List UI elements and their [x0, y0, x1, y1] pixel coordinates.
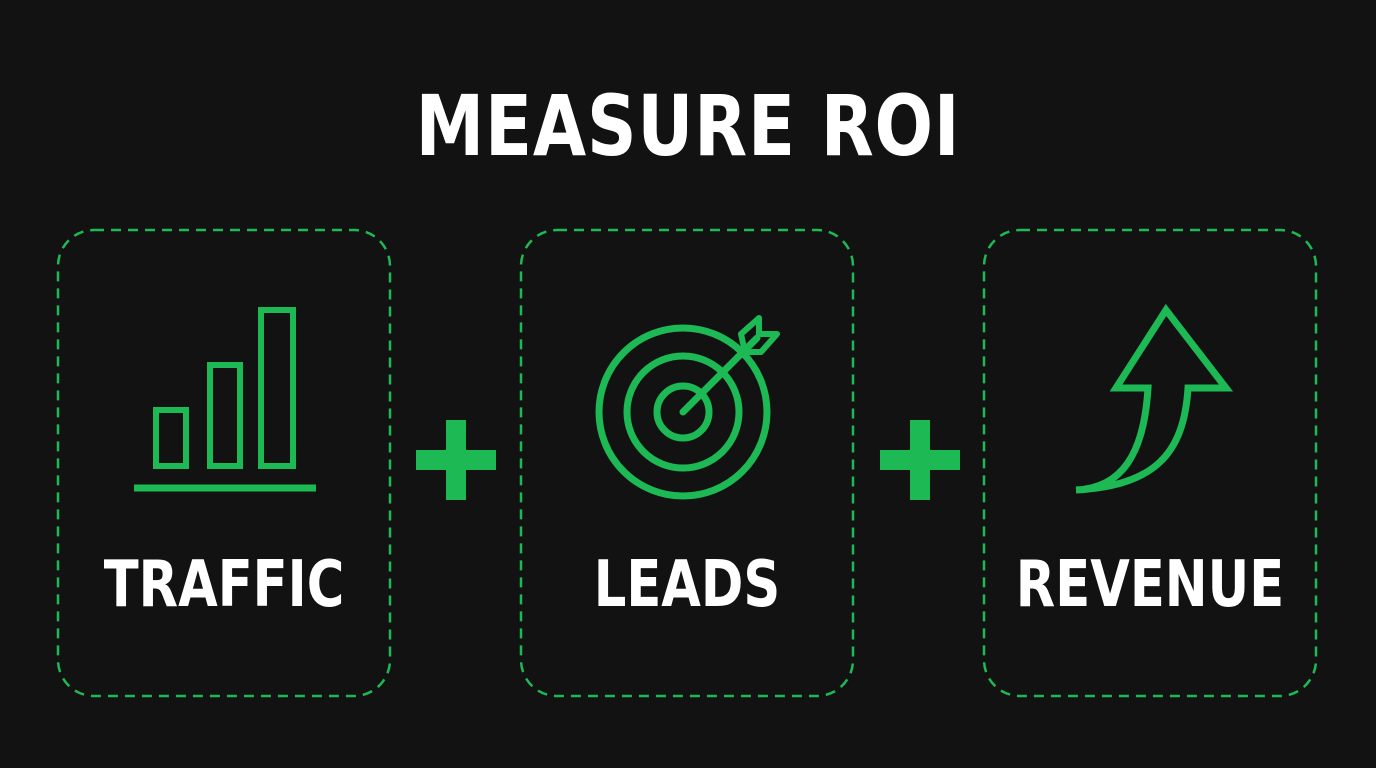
page-title: MEASURE ROI: [415, 77, 961, 175]
dashed-frame: [56, 228, 392, 698]
plus-icon: [416, 420, 496, 500]
plus-icon: [880, 420, 960, 500]
dashed-frame: [982, 228, 1318, 698]
bar-chart-icon: [134, 307, 316, 492]
card-revenue: [982, 228, 1318, 698]
trend-up-arrow-icon: [1075, 304, 1234, 494]
target-icon: [595, 315, 780, 500]
card-label-traffic: TRAFFIC: [103, 548, 345, 622]
card-leads: [519, 228, 855, 698]
card-label-revenue: REVENUE: [1015, 548, 1285, 622]
card-traffic: [56, 228, 392, 698]
dashed-frame: [519, 228, 855, 698]
card-label-leads: LEADS: [593, 548, 781, 622]
